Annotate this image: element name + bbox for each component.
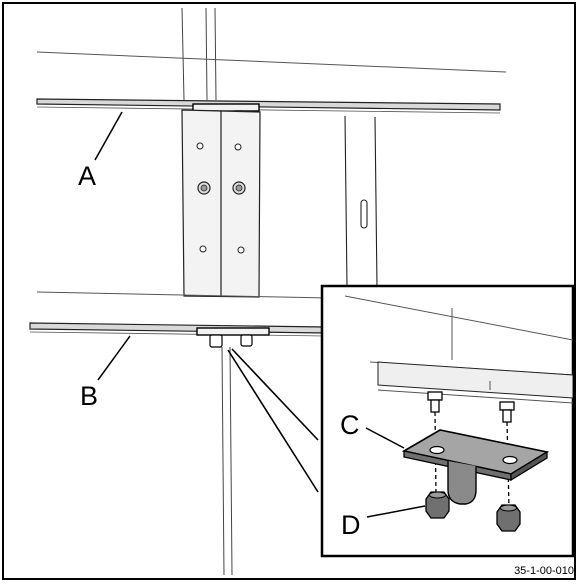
shelf-a — [36, 98, 501, 114]
bracket-c — [401, 429, 550, 505]
main-view — [29, 7, 507, 576]
nut-d-left — [425, 491, 450, 519]
callout-b: B — [80, 381, 98, 411]
callout-d: D — [341, 510, 361, 540]
nut-d-right — [496, 504, 521, 532]
callout-c: C — [340, 410, 360, 440]
vertical-panel — [181, 109, 261, 298]
callout-a: A — [78, 161, 96, 191]
lower-bracket — [196, 327, 270, 348]
document-number: 35-1-00-010 — [514, 565, 574, 577]
side-door — [344, 115, 378, 288]
detail-inset — [320, 284, 575, 558]
